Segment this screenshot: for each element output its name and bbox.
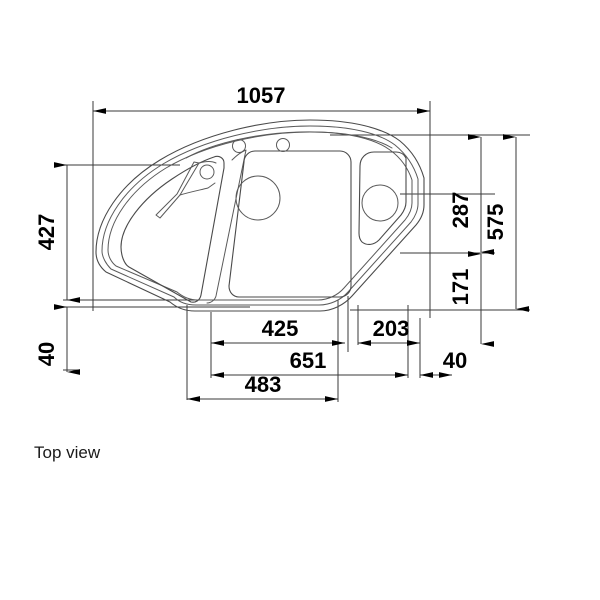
- dimension-203: 203: [358, 316, 420, 346]
- drainer-divider: [206, 149, 247, 304]
- dimension-40-left: 40: [34, 304, 80, 375]
- dimension-label-427: 427: [34, 214, 59, 251]
- main-drain-hole: [235, 175, 281, 221]
- dimension-label-425: 425: [262, 316, 299, 341]
- dimension-label-575: 575: [483, 204, 508, 241]
- right-drain-hole: [361, 184, 399, 222]
- dimension-label-651: 651: [290, 348, 327, 373]
- dimension-427: 427: [34, 162, 80, 303]
- dimension-label-40-right: 40: [443, 348, 467, 373]
- tap-hole-right: [276, 138, 290, 152]
- dimension-1057: 1057: [93, 83, 430, 114]
- main-bowl: [228, 150, 352, 298]
- faucet-accessory-hole: [199, 164, 215, 180]
- view-caption: Top view: [34, 443, 101, 462]
- sink-rim-line-2: [101, 125, 419, 306]
- extension-lines: [63, 101, 530, 402]
- sink-part-geometry: [95, 119, 425, 312]
- dimension-label-203: 203: [373, 316, 410, 341]
- dimension-label-1057: 1057: [237, 83, 286, 108]
- dimension-label-287: 287: [448, 192, 473, 229]
- right-bowl: [358, 151, 407, 245]
- dimension-40-right: 40: [420, 348, 467, 378]
- dimension-425: 425: [211, 316, 345, 346]
- dimension-label-483: 483: [245, 372, 282, 397]
- dimension-label-40-left: 40: [34, 342, 59, 366]
- dimension-label-171: 171: [448, 269, 473, 306]
- sink-outer-rim: [95, 119, 425, 312]
- tap-hole-left: [232, 139, 246, 153]
- sink-top-ledge: [185, 131, 393, 159]
- sink-rim-line-3: [107, 131, 413, 301]
- left-drainer-basin: [120, 155, 225, 303]
- dimension-483: 483: [187, 372, 338, 402]
- dimension-651: 651: [211, 348, 408, 378]
- dimension-171: 171: [448, 251, 494, 347]
- faucet-base-link: [198, 161, 217, 164]
- dimension-287: 287: [448, 134, 494, 255]
- faucet-spout-arm: [179, 182, 216, 196]
